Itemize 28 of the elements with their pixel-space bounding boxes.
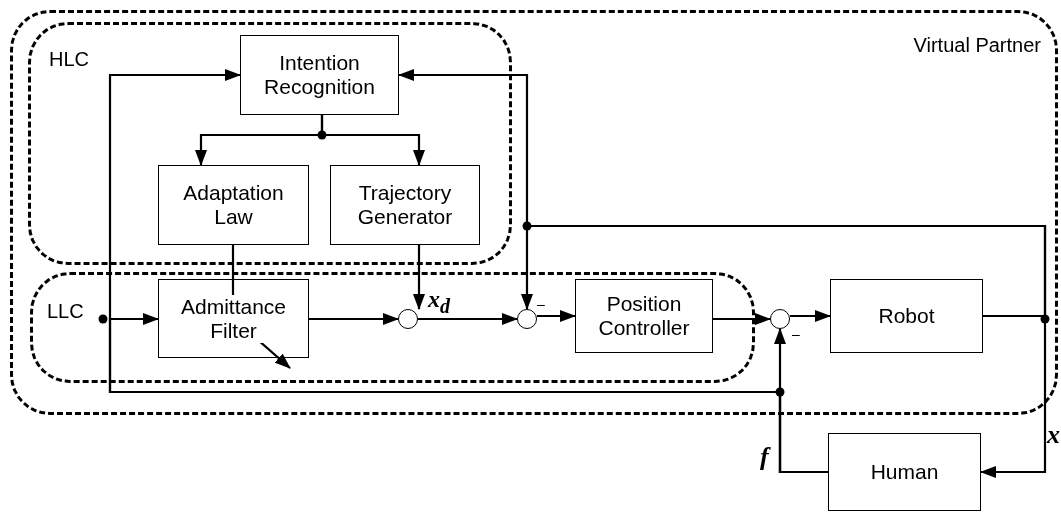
- signal-arrow: [231, 245, 291, 369]
- signal-arrow: [413, 245, 425, 310]
- block-box: [240, 35, 399, 115]
- block-box: [158, 165, 309, 245]
- block-box: [830, 279, 983, 353]
- signal-arrow: [790, 310, 831, 322]
- block-box: [330, 165, 480, 245]
- signal-arrow: [398, 69, 1047, 318]
- signal-arrow: [537, 310, 576, 322]
- signal-arrow: [418, 313, 518, 325]
- signal-arrow: [774, 328, 828, 474]
- minus-sign: –: [792, 326, 800, 342]
- summing-junction: [517, 309, 537, 329]
- summing-junction: [398, 309, 418, 329]
- signal-arrow: [713, 313, 771, 325]
- summing-junction: [770, 309, 790, 329]
- block-box: [575, 279, 713, 353]
- dashed-region: [28, 22, 512, 265]
- signal-arrow: [309, 313, 399, 325]
- dashed-region: [30, 272, 755, 383]
- signal-label: x$_{d}$: [428, 286, 450, 318]
- signal-label: f: [760, 442, 769, 472]
- minus-sign: –: [537, 296, 545, 312]
- signal-arrow: [320, 115, 425, 166]
- signal-label: x: [1047, 420, 1060, 450]
- block-box: [828, 433, 981, 511]
- block-box: [158, 279, 309, 358]
- dashed-region: [10, 10, 1058, 415]
